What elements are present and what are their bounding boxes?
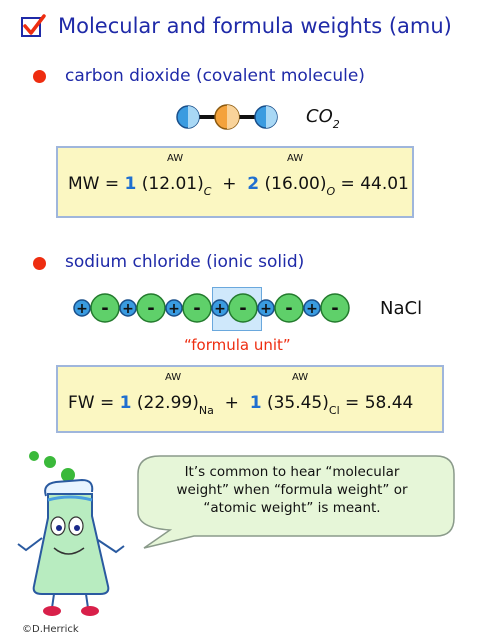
- plus-charge-label: +: [306, 301, 318, 317]
- co2-heading: carbon dioxide (covalent molecule): [65, 66, 365, 86]
- fw-term-cl: (35.45): [266, 393, 329, 413]
- mw-term-c: (12.01): [141, 174, 204, 194]
- co2-formula-sub: 2: [332, 118, 340, 131]
- credit-text: ©D.Herrick: [22, 624, 79, 635]
- plus-charge-label: +: [122, 301, 134, 317]
- mw-result: = 44.01: [340, 174, 409, 194]
- fw-equation: FW = 1 (22.99)Na + 1 (35.45)Cl = 58.44: [68, 393, 413, 417]
- chloride-ion: -: [228, 293, 258, 323]
- minus-charge-label: -: [101, 298, 108, 319]
- sodium-ion: +: [211, 299, 229, 317]
- mw-plus: +: [222, 174, 237, 194]
- mw-equation: MW = 1 (12.01)C + 2 (16.00)O = 44.01: [68, 174, 409, 198]
- minus-charge-label: -: [285, 298, 292, 319]
- fw-plus: +: [224, 393, 239, 413]
- sodium-ion: +: [303, 299, 321, 317]
- bubble-line-2: weight” when “formula weight” or: [176, 482, 408, 498]
- sodium-ion: +: [119, 299, 137, 317]
- red-dot-icon: [33, 70, 46, 83]
- nacl-heading: sodium chloride (ionic solid): [65, 252, 305, 272]
- mw-sub-c: C: [203, 185, 212, 198]
- fw-lhs: FW =: [68, 393, 115, 413]
- page-title: Molecular and formula weights (amu): [58, 14, 452, 38]
- formula-unit-label: “formula unit”: [184, 336, 291, 354]
- plus-charge-label: +: [260, 301, 272, 317]
- speech-bubble: [137, 455, 455, 549]
- flask-mascot-icon: [17, 451, 125, 616]
- chloride-ion: -: [320, 293, 350, 323]
- bubble-line-3: “atomic weight” is meant.: [203, 500, 381, 516]
- aw-label: AW: [287, 153, 304, 164]
- aw-label: AW: [165, 372, 182, 383]
- mw-lhs: MW =: [68, 174, 120, 194]
- fw-coef-cl: 1: [249, 393, 262, 413]
- chloride-ion: -: [182, 293, 212, 323]
- plus-charge-label: +: [214, 301, 226, 317]
- fw-sub-na: Na: [198, 404, 214, 417]
- nacl-formula: NaCl: [380, 298, 423, 319]
- fw-result: = 58.44: [345, 393, 414, 413]
- minus-charge-label: -: [331, 298, 338, 319]
- checked-checkbox-icon: [21, 14, 46, 37]
- mw-equation-box: [56, 146, 414, 218]
- red-dot-icon: [33, 257, 46, 270]
- sodium-ion: +: [165, 299, 183, 317]
- co2-formula: CO2: [306, 106, 340, 131]
- mw-sub-o: O: [326, 185, 336, 198]
- ion-chain: +-+-+-+-+-+-: [73, 293, 350, 323]
- fw-sub-cl: Cl: [328, 404, 340, 417]
- sodium-ion: +: [257, 299, 275, 317]
- minus-charge-label: -: [147, 298, 154, 319]
- fw-coef-na: 1: [119, 393, 132, 413]
- mw-coef-c: 1: [124, 174, 137, 194]
- co2-molecule-icon: [176, 104, 278, 130]
- bubble-line-1: It’s common to hear “molecular: [184, 464, 400, 480]
- chloride-ion: -: [274, 293, 304, 323]
- chloride-ion: -: [136, 293, 166, 323]
- plus-charge-label: +: [168, 301, 180, 317]
- sodium-ion: +: [73, 299, 91, 317]
- minus-charge-label: -: [193, 298, 200, 319]
- chloride-ion: -: [90, 293, 120, 323]
- aw-label: AW: [292, 372, 309, 383]
- co2-formula-text: CO: [306, 106, 333, 127]
- speech-bubble-text: It’s common to hear “molecular weight” w…: [142, 463, 442, 517]
- fw-term-na: (22.99): [136, 393, 199, 413]
- minus-charge-label: -: [239, 298, 246, 319]
- mw-coef-o: 2: [247, 174, 260, 194]
- plus-charge-label: +: [76, 301, 88, 317]
- mw-term-o: (16.00): [264, 174, 327, 194]
- aw-label: AW: [167, 153, 184, 164]
- fw-equation-box: [56, 365, 444, 433]
